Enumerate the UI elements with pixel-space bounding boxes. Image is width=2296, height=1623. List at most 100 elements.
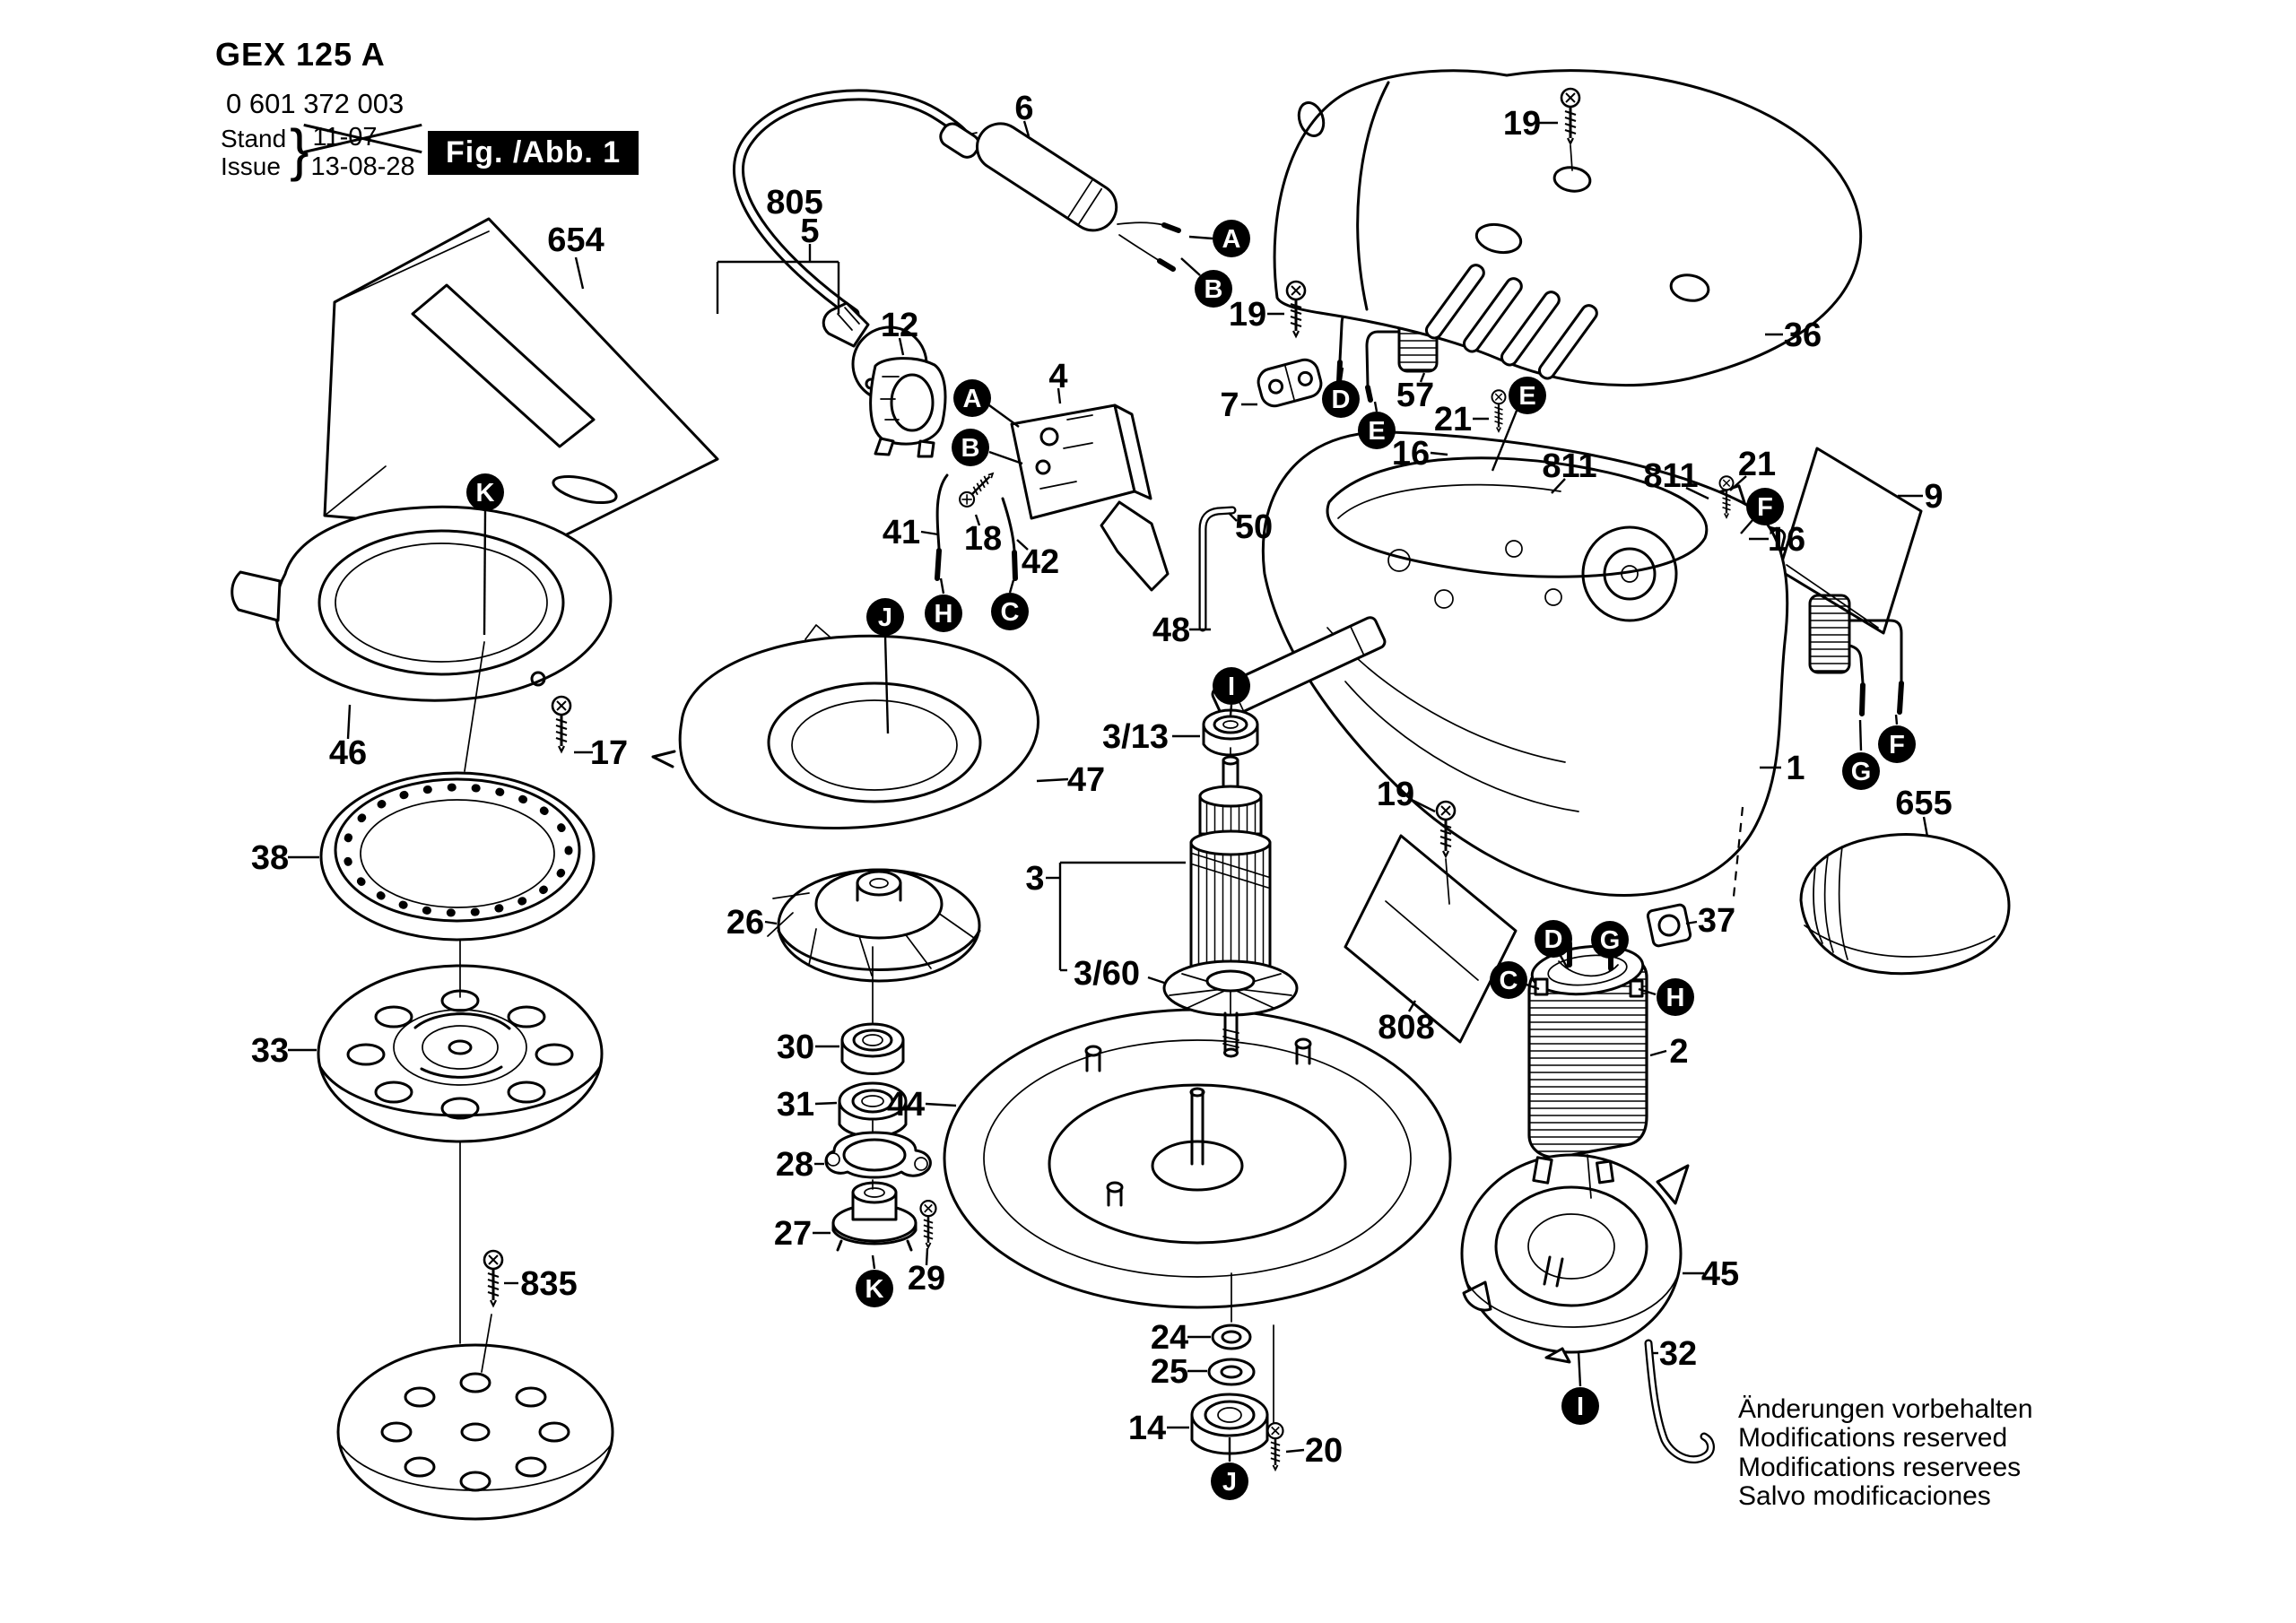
marker-F: F [1878,725,1916,763]
leader-line [1729,475,1747,491]
callout-47: 47 [1067,761,1105,799]
callout-811: 811 [1643,457,1698,495]
shroud-46-art [230,505,613,702]
order-number: 0 601 372 003 [226,88,404,119]
leader-line [1922,816,1929,838]
leader-line [483,510,487,636]
wire-50-art [1198,506,1237,632]
leader-line [1419,372,1426,383]
issue-date: 13-08-28 [310,152,415,181]
leader-line [1740,518,1754,534]
cover-plate-9-art [1778,447,1923,635]
marker-circle [1490,961,1527,999]
leader-line [1228,512,1238,522]
backing-pad-33-art [317,964,604,1143]
callout-19: 19 [1503,105,1541,143]
callout-9: 9 [1924,478,1943,516]
callout-16: 16 [1392,435,1430,473]
callout-37: 37 [1698,902,1735,940]
callout-33: 33 [251,1032,289,1070]
marker-D: D [1322,380,1360,418]
callout-811: 811 [1542,447,1596,485]
callout-27: 27 [774,1215,812,1253]
callout-20: 20 [1305,1432,1343,1470]
callout-16: 16 [1768,521,1805,559]
screw-29 [919,1199,937,1249]
marker-circle [1195,270,1232,308]
leader-line [988,450,1023,465]
leader-line [1147,976,1165,985]
housing-44-art [943,1008,1452,1309]
screw-18 [955,467,999,511]
leader-line [925,1102,957,1107]
vent-slots [1424,264,1598,380]
callout-6: 6 [1014,90,1033,127]
leader-line [1858,719,1863,751]
callout-2: 2 [1669,1033,1688,1071]
model-number: GEX 125 A [215,36,386,73]
skid-655-art [1799,833,2011,976]
marker-I: I [1561,1387,1599,1425]
marker-circle [991,593,1029,630]
marker-I: I [1213,667,1250,705]
marker-circle [925,595,962,632]
wires-41-42-art [935,473,1018,581]
marker-F: F [1746,488,1784,525]
marker-B: B [952,429,989,466]
leader-line [1022,120,1031,137]
leader-line [1894,714,1899,725]
switch-4-art [1010,404,1170,592]
marker-letter: D [1332,386,1351,414]
callout-17: 17 [590,734,628,772]
callout-14: 14 [1128,1410,1166,1447]
marker-letter: H [935,600,953,629]
leader-line [1036,777,1069,783]
leader-line [1057,387,1062,404]
marker-circle [1591,921,1629,959]
leader-line [1491,410,1518,472]
leader-line [1373,401,1378,412]
callout-30: 30 [777,1028,814,1066]
leader-line [1559,955,1570,969]
marker-J: J [866,598,904,636]
revision-block: Stand Issue } 11-07 13-08-28 [221,117,415,183]
connector-12-art [869,357,947,458]
brush-holder-57b-art [1808,594,1904,716]
marker-letter: F [1757,493,1773,522]
marker-letter: J [878,603,892,632]
marker-circle [1213,220,1250,257]
leader-line [925,1247,929,1266]
callout-12: 12 [881,307,918,344]
callout-31: 31 [777,1086,814,1124]
marker-letter: A [963,385,982,413]
ring-38-art [319,771,596,942]
superseded-date: 11-07 [311,123,415,152]
leader-line [814,1101,838,1106]
leader-line [1016,539,1029,551]
marker-circle [952,429,989,466]
issue-label: Issue [221,152,281,180]
marker-letter: B [1205,275,1223,304]
callout-26: 26 [726,904,764,942]
callout-21: 21 [1434,401,1472,438]
callout-3_60: 3/60 [1074,955,1140,993]
marker-C: C [1490,961,1527,999]
marker-letter: J [1222,1468,1237,1497]
leader-line [939,577,945,595]
marker-letter: E [1368,417,1385,446]
leader-line [871,1254,876,1270]
leader-line [1188,235,1213,240]
screw-20 [1266,1421,1284,1471]
marker-letter: I [1228,673,1235,701]
marker-circle [1509,377,1546,414]
marker-D: D [1535,920,1572,958]
callout-7: 7 [1220,386,1239,424]
marker-letter: C [1001,598,1020,627]
marker-circle [866,598,904,636]
callout-3_13: 3/13 [1102,718,1169,756]
leader-lines-layer [288,120,1929,1462]
marker-letter: D [1544,925,1563,954]
leader-line [1685,486,1709,500]
